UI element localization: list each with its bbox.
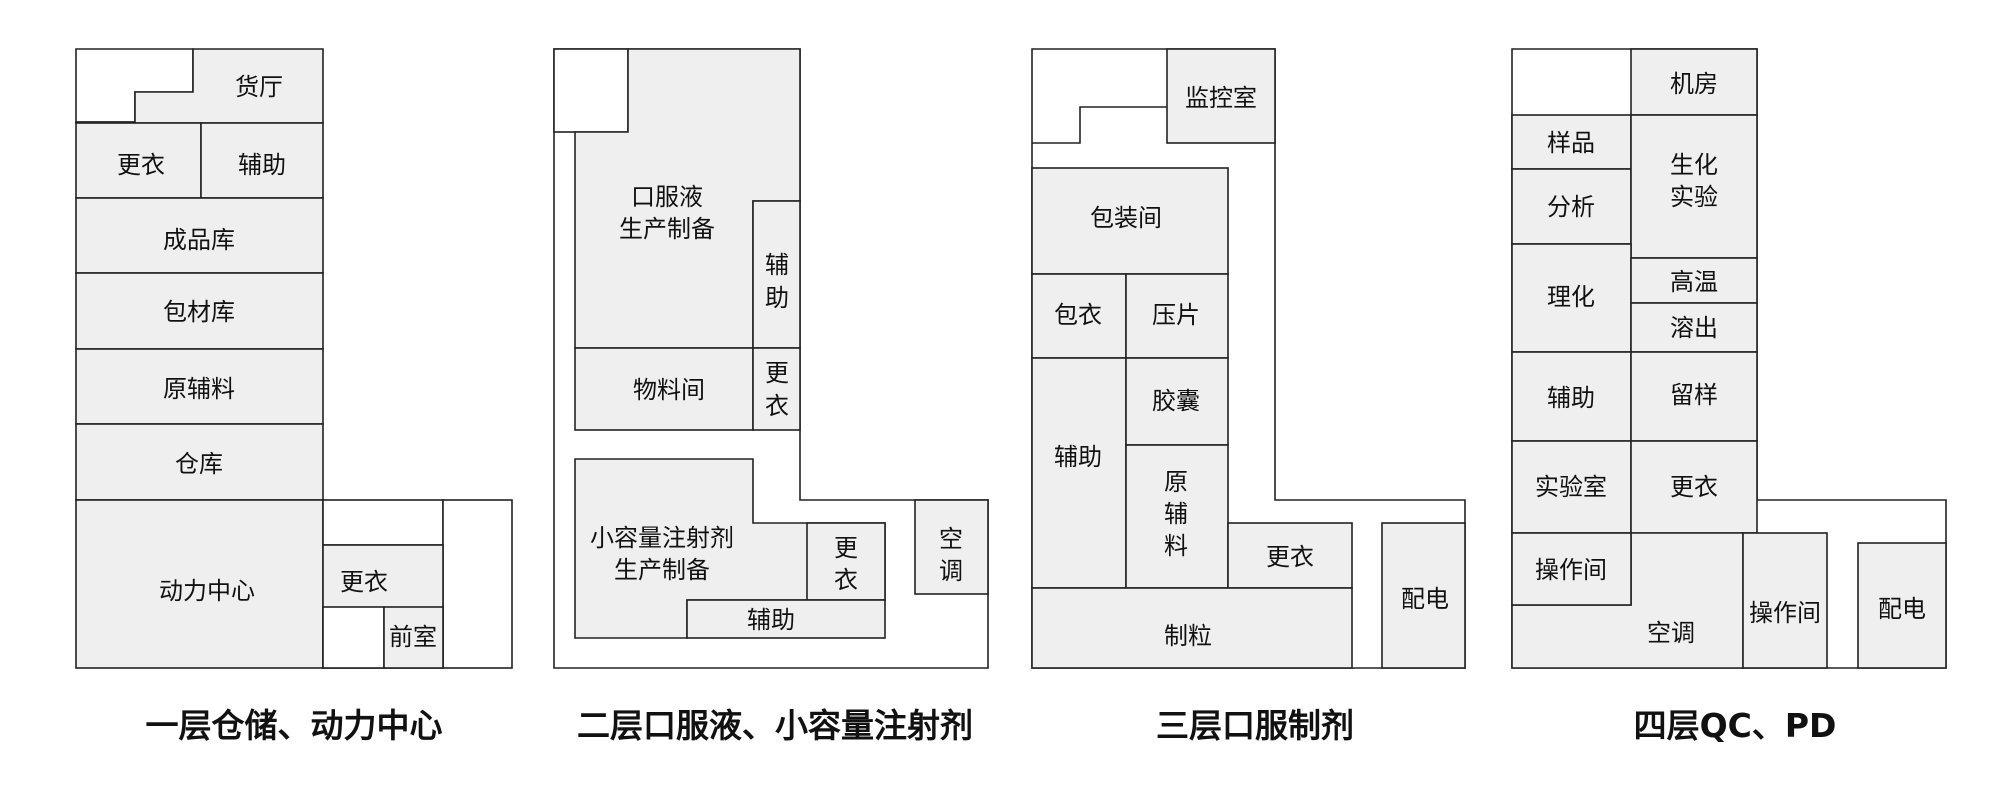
label-laboratory: 实验室 <box>1535 473 1607 501</box>
label-changing-v-1: 更 <box>765 359 789 387</box>
floor1-caption: 一层仓储、动力中心 <box>146 706 443 745</box>
label-retention: 留样 <box>1670 381 1718 409</box>
floor4-caption: 四层QC、PD <box>1634 706 1837 745</box>
label-material: 物料间 <box>633 376 705 404</box>
label-machine: 机房 <box>1670 70 1718 98</box>
label-physchem: 理化 <box>1547 283 1595 311</box>
floor-4-plan: 机房 样品 分析 生化 实验 理化 高温 溶出 辅助 留样 实验室 更衣 操作间… <box>1511 48 1947 745</box>
floor1-annex-right <box>442 499 513 669</box>
label-oral-liquid-2: 生产制备 <box>619 215 715 243</box>
label-tableting: 压片 <box>1152 301 1200 329</box>
label-hvac: 空调 <box>1647 619 1695 647</box>
label-injection-2: 生产制备 <box>614 556 710 584</box>
label-oral-liquid-1: 口服液 <box>631 183 703 211</box>
room-capsule <box>1125 357 1229 446</box>
room-power-distribution <box>1857 542 1947 669</box>
room-retention <box>1630 351 1758 442</box>
floor-2-plan: 口服液 生产制备 辅 助 物料间 更 衣 小容量注射剂 生产制备 更 衣 辅助 … <box>553 48 989 745</box>
floor3-caption: 三层口服制剂 <box>1156 706 1354 745</box>
room-auxiliary-2 <box>686 599 886 639</box>
room-dissolution <box>1630 302 1758 353</box>
label-raw-materials: 原辅料 <box>163 375 235 403</box>
room-auxiliary <box>1511 351 1632 442</box>
room-hvac-v <box>914 499 989 595</box>
room-auxiliary-v <box>752 200 801 349</box>
label-auxiliary: 辅助 <box>1547 384 1595 412</box>
label-packaging-store: 包材库 <box>163 298 235 326</box>
floor2-caption: 二层口服液、小容量注射剂 <box>577 706 973 745</box>
label-auxiliary: 辅助 <box>1054 443 1102 471</box>
label-power-distribution: 配电 <box>1401 585 1449 613</box>
label-power-center: 动力中心 <box>159 577 255 605</box>
room-auxiliary <box>200 122 324 199</box>
label-warehouse: 仓库 <box>175 450 223 478</box>
floor-3-plan: 监控室 包装间 包衣 压片 辅助 胶囊 原 辅 料 更衣 配电 制粒 三层口服制… <box>1031 48 1466 745</box>
room-changing-v <box>752 347 801 431</box>
room-hall <box>75 48 324 124</box>
label-anteroom: 前室 <box>389 623 437 651</box>
label-changing: 更衣 <box>1670 473 1718 501</box>
room-operation-2 <box>1742 532 1828 669</box>
room-physchem <box>1511 243 1632 353</box>
label-changing: 更衣 <box>117 151 165 179</box>
floor1-annex-top <box>322 499 444 546</box>
label-operation: 操作间 <box>1535 556 1607 584</box>
room-high-temp <box>1630 257 1758 304</box>
label-changing-v-2: 衣 <box>765 392 789 420</box>
label-injection-1: 小容量注射剂 <box>590 524 734 552</box>
room-changing <box>1227 522 1353 589</box>
label-auxiliary-v-1: 辅 <box>765 251 789 279</box>
label-changing-v2-2: 衣 <box>834 566 858 594</box>
label-auxiliary: 辅助 <box>238 151 286 179</box>
label-sample: 样品 <box>1547 129 1595 157</box>
room-raw-v <box>1125 444 1229 589</box>
label-auxiliary-2: 辅助 <box>747 606 795 634</box>
room-sample <box>1511 114 1632 170</box>
room-machine <box>1630 48 1758 116</box>
floor-1-plan: 货厅 更衣 辅助 成品库 包材库 原辅料 仓库 动力中心 更衣 前室 一层仓储、… <box>75 48 513 745</box>
room-power-center <box>75 499 324 669</box>
label-bio-experiment-2: 实验 <box>1670 183 1718 211</box>
label-hvac-v-2: 调 <box>939 557 963 585</box>
label-analysis: 分析 <box>1547 193 1595 221</box>
floor2-corner-box <box>553 48 629 133</box>
label-raw-v-3: 料 <box>1164 532 1188 560</box>
label-high-temp: 高温 <box>1670 268 1718 296</box>
label-hvac-v-1: 空 <box>939 525 963 553</box>
label-capsule: 胶囊 <box>1152 387 1200 415</box>
room-coating <box>1031 273 1127 359</box>
room-auxiliary <box>1031 357 1127 589</box>
label-changing-2: 更衣 <box>340 568 388 596</box>
label-operation-2: 操作间 <box>1749 599 1821 627</box>
room-tableting <box>1125 273 1229 359</box>
room-granulation <box>1031 587 1353 669</box>
room-power-distribution <box>1381 522 1466 669</box>
room-material <box>574 347 754 431</box>
label-granulation: 制粒 <box>1164 622 1212 650</box>
room-bio-experiment <box>1630 114 1758 259</box>
label-monitoring: 监控室 <box>1185 84 1257 112</box>
label-packaging: 包装间 <box>1090 204 1162 232</box>
label-power-distribution: 配电 <box>1878 595 1926 623</box>
label-finished-goods: 成品库 <box>163 226 235 254</box>
room-anteroom <box>383 606 444 669</box>
label-raw-v-2: 辅 <box>1164 500 1188 528</box>
room-operation <box>1511 532 1632 606</box>
label-dissolution: 溶出 <box>1670 314 1718 342</box>
floor1-annex-corridor <box>322 606 385 669</box>
label-hall: 货厅 <box>235 73 283 101</box>
label-changing: 更衣 <box>1266 543 1314 571</box>
room-monitoring <box>1166 48 1276 144</box>
floor3-inner-wall <box>1032 106 1167 144</box>
room-packaging <box>1031 167 1229 275</box>
label-coating: 包衣 <box>1054 301 1102 329</box>
label-changing-v2-1: 更 <box>834 534 858 562</box>
label-raw-v-1: 原 <box>1164 468 1188 496</box>
label-bio-experiment-1: 生化 <box>1670 151 1718 179</box>
room-laboratory <box>1511 440 1632 534</box>
label-auxiliary-v-2: 助 <box>765 284 789 312</box>
room-changing <box>75 122 202 199</box>
